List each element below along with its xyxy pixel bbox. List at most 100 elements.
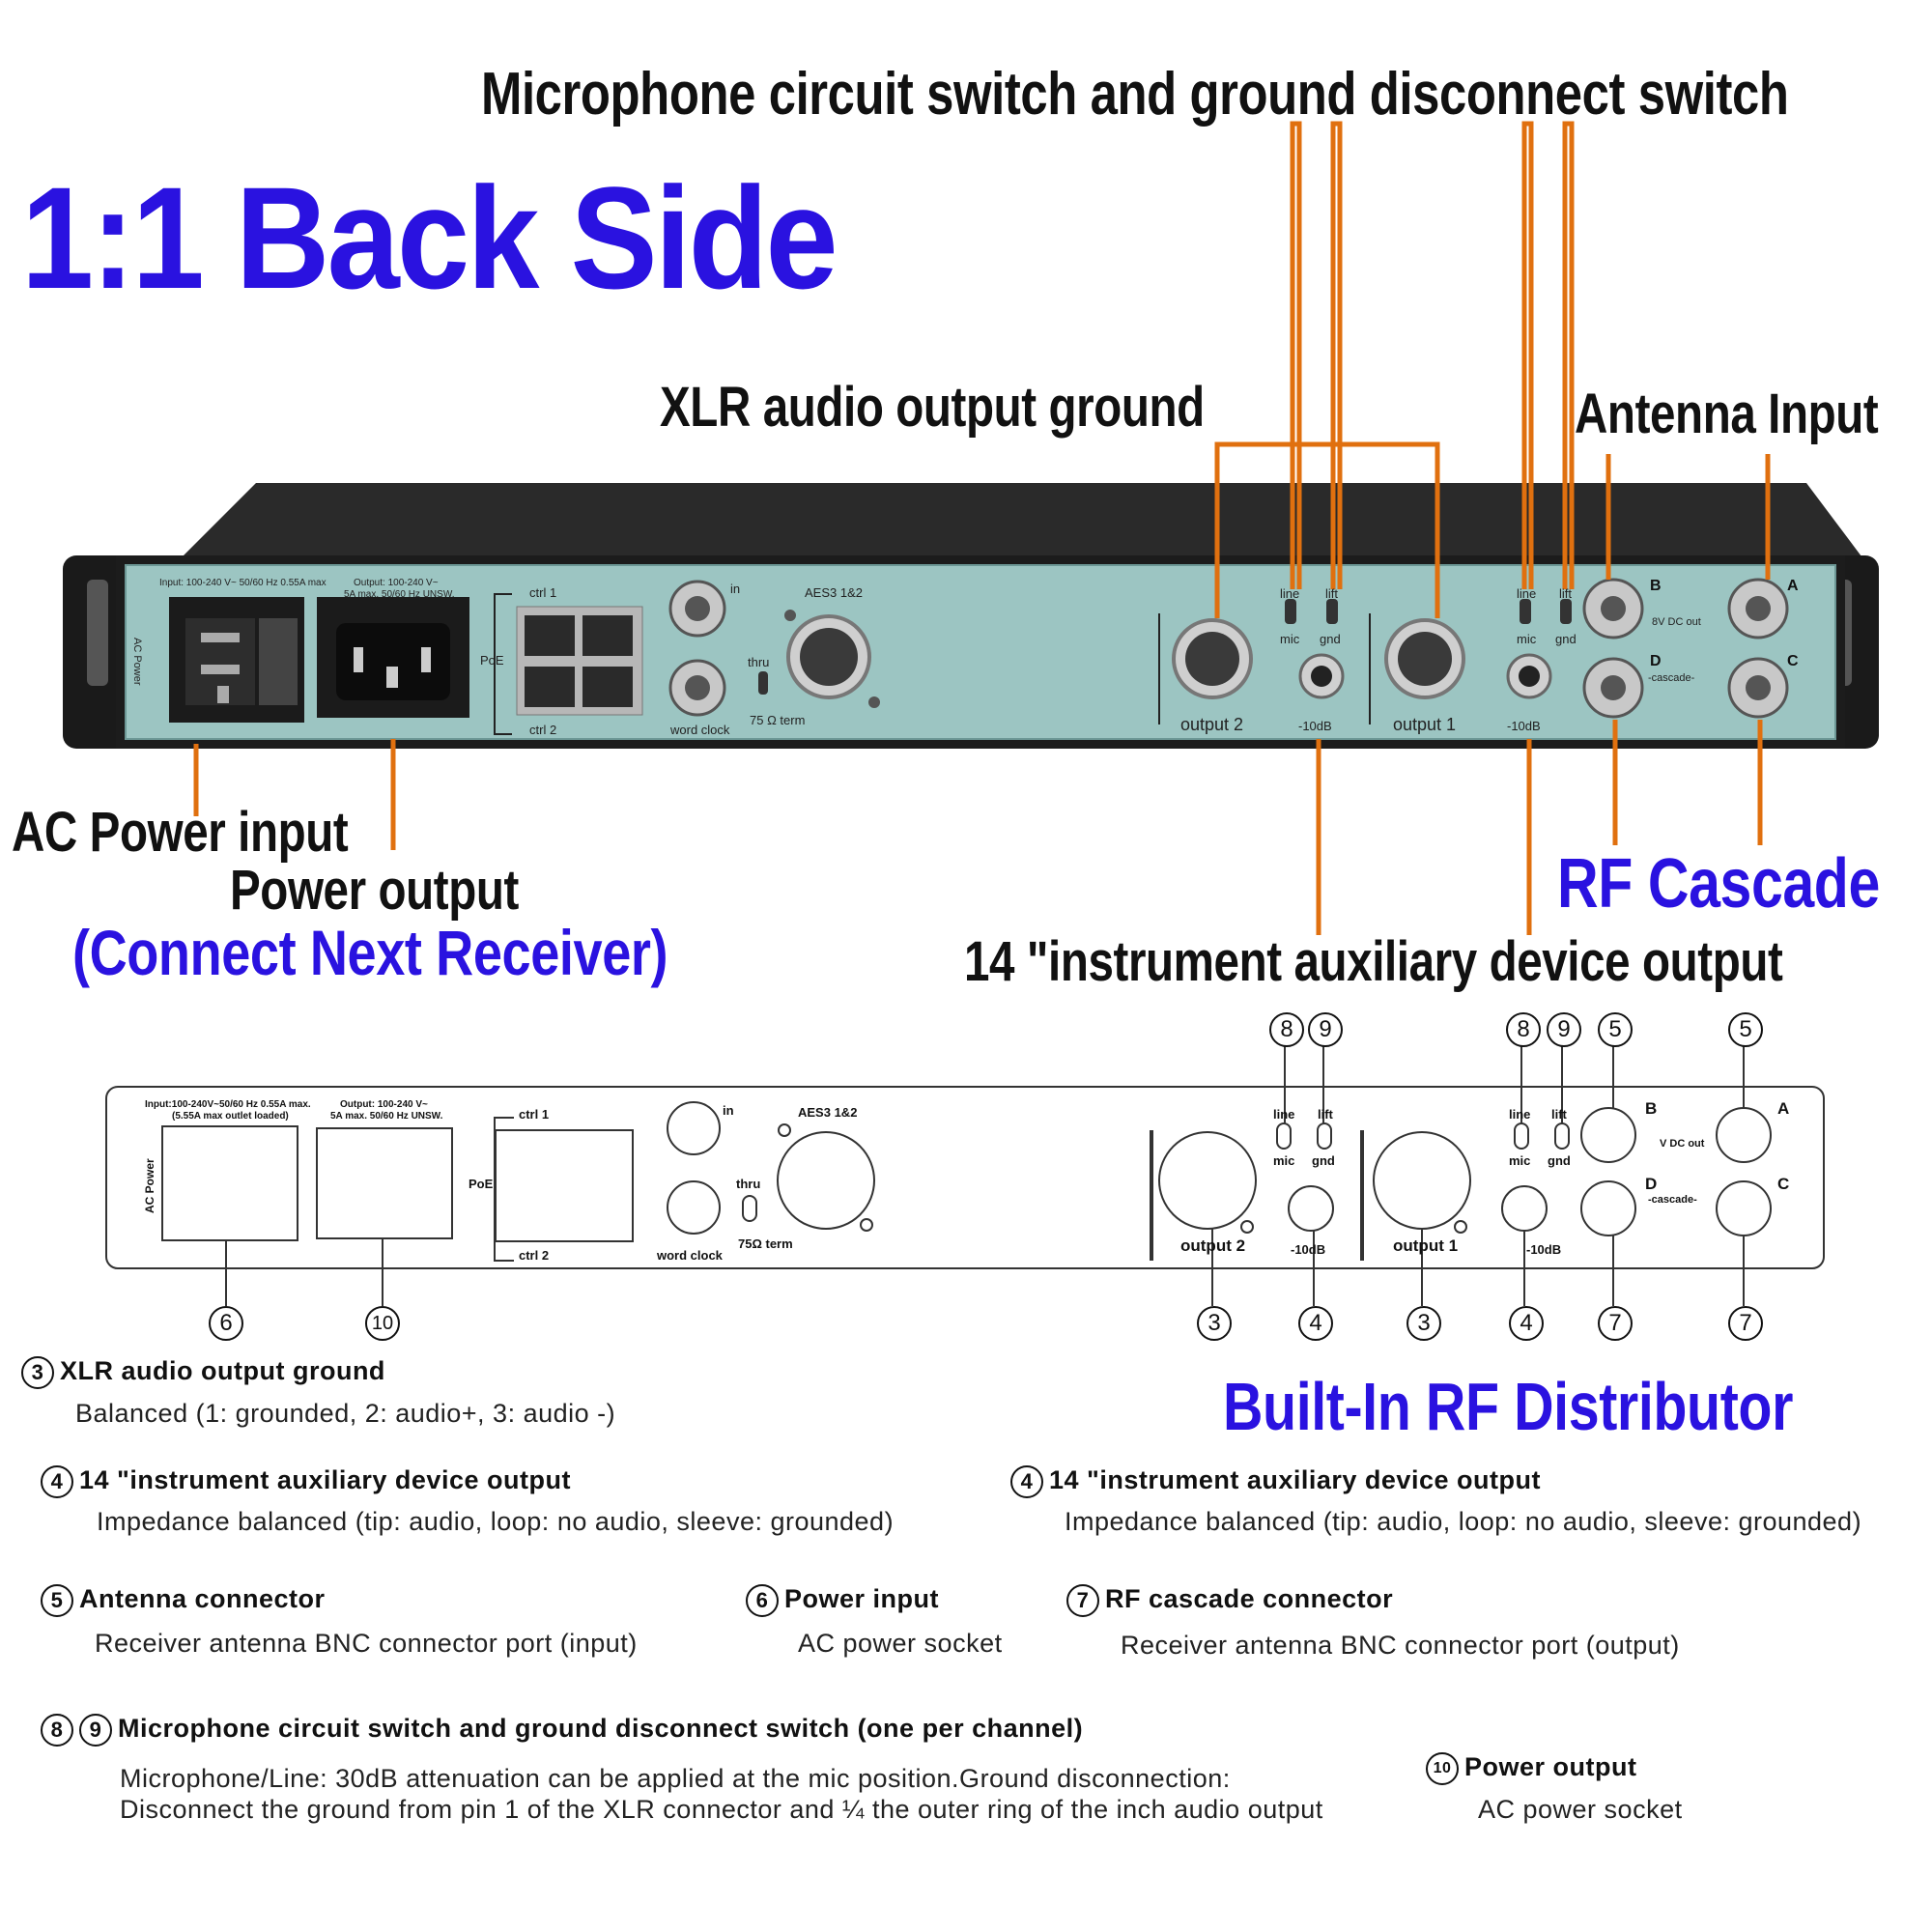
callout-rf-cascade: RF Cascade [1557,845,1880,923]
desc-89-text1: Microphone/Line: 30dB attenuation can be… [120,1764,1231,1793]
diagram-mic-1: mic [1509,1153,1531,1168]
diagram-minus10-1: -10dB [1526,1242,1562,1257]
diagram-aes: AES3 1&2 [798,1105,858,1120]
panel-poe: PoE [480,653,504,668]
diagram-lift-2: lift [1318,1107,1333,1122]
panel-line-1: line [1517,586,1537,601]
desc-8-number: 8 [41,1714,73,1747]
panel-cascade: -cascade- [1648,672,1695,684]
diagram-ac-outlet [316,1127,453,1239]
panel-mic-2: mic [1280,632,1300,646]
panel-word-clock: word clock [670,723,730,737]
desc-6-text: AC power socket [798,1629,1003,1658]
callout-xlr-ground: XLR audio output ground [660,376,1205,439]
diagram-ctrl1: ctrl 1 [519,1107,550,1122]
panel-term: 75 Ω term [750,713,806,727]
chassis-top [179,483,1864,560]
marker-5-a: 5 [1728,1012,1763,1047]
diagram-c: C [1777,1175,1790,1193]
diagram-output-spec: Output: 100-240 V~ [340,1099,428,1110]
marker-4-ch1: 4 [1509,1306,1544,1341]
diagram-thru: thru [736,1177,761,1191]
desc-7-text: Receiver antenna BNC connector port (out… [1121,1631,1680,1660]
callout-ac-power-input: AC Power input [12,801,349,864]
marker-9-ch2: 9 [1308,1012,1343,1047]
marker-10: 10 [365,1306,400,1341]
desc-4a-text: Impedance balanced (tip: audio, loop: no… [97,1507,895,1536]
panel-input-spec: Input: 100-240 V~ 50/60 Hz 0.55A max [159,578,327,588]
diagram-in: in [723,1103,734,1118]
diagram-ac-power: AC Power [143,1158,156,1213]
panel-in: in [730,582,741,596]
diagram-output1: output 1 [1393,1236,1459,1255]
callout-antenna-input: Antenna Input [1575,383,1879,445]
desc-4b-text: Impedance balanced (tip: audio, loop: no… [1065,1507,1862,1536]
diagram-input-spec2: (5.55A max outlet loaded) [172,1111,289,1122]
panel-output-spec2: 5A max. 50/60 Hz UNSW. [344,589,455,600]
panel-aes: AES3 1&2 [805,585,863,600]
panel-d: D [1650,653,1662,669]
marker-9-ch1: 9 [1547,1012,1581,1047]
diagram-ethernet [495,1129,634,1242]
diagram-panel [105,1086,1825,1269]
marker-8-ch2: 8 [1269,1012,1304,1047]
desc-6-number: 6 [746,1584,779,1617]
desc-7-number: 7 [1066,1584,1099,1617]
panel-output-spec: Output: 100-240 V~ [354,578,439,588]
diagram-mic-2: mic [1273,1153,1295,1168]
panel-output1: output 1 [1393,715,1457,734]
marker-4-ch2: 4 [1298,1306,1333,1341]
diagram-word-clock: word clock [657,1248,723,1263]
desc-10-text: AC power socket [1478,1795,1683,1824]
marker-3-ch2: 3 [1197,1306,1232,1341]
diagram-line-1: line [1509,1107,1531,1122]
panel-minus10-1: -10dB [1507,719,1541,733]
panel-line-2: line [1280,586,1300,601]
marker-8-ch1: 8 [1506,1012,1541,1047]
page-title: 1:1 Back Side [21,156,838,319]
callout-instrument-output: 14 "instrument auxiliary device output [964,930,1783,993]
diagram-minus10-2: -10dB [1291,1242,1326,1257]
marker-5-b: 5 [1598,1012,1633,1047]
desc-3-number: 3 [21,1356,54,1389]
diagram-d: D [1645,1175,1658,1193]
panel-mic-1: mic [1517,632,1537,646]
diagram-dcout: V DC out [1660,1138,1705,1150]
desc-5-number: 5 [41,1584,73,1617]
panel-dcout: 8V DC out [1652,616,1701,628]
diagram-output2: output 2 [1180,1236,1246,1255]
panel-c: C [1787,653,1799,669]
desc-3-text: Balanced (1: grounded, 2: audio+, 3: aud… [75,1399,616,1428]
leader-lines [193,121,1771,935]
callout-connect-next: (Connect Next Receiver) [72,917,668,988]
diagram-input-spec: Input:100-240V~50/60 Hz 0.55A max. [145,1099,311,1110]
desc-5-text: Receiver antenna BNC connector port (inp… [95,1629,638,1658]
diagram-lift-1: lift [1551,1107,1567,1122]
diagram-cascade: -cascade- [1648,1194,1697,1206]
panel-lift-1: lift [1559,586,1572,601]
diagram-poe: PoE [469,1177,494,1191]
panel-output2: output 2 [1180,715,1244,734]
panel-a: A [1787,578,1799,594]
desc-89-text2: Disconnect the ground from pin 1 of the … [120,1795,1323,1824]
panel-ctrl2: ctrl 2 [529,723,557,737]
diagram-output-spec2: 5A max. 50/60 Hz UNSW. [330,1111,443,1122]
panel-ctrl1: ctrl 1 [529,585,557,600]
diagram-ac-inlet [161,1125,298,1241]
marker-6: 6 [209,1306,243,1341]
diagram-gnd-2: gnd [1312,1153,1335,1168]
panel-b: B [1650,578,1662,594]
diagram-b: B [1645,1099,1658,1118]
callout-built-in-rf: Built-In RF Distributor [1223,1369,1794,1444]
diagram-a: A [1777,1099,1790,1118]
desc-9-number: 9 [79,1714,112,1747]
callout-power-output: Power output [230,859,519,922]
